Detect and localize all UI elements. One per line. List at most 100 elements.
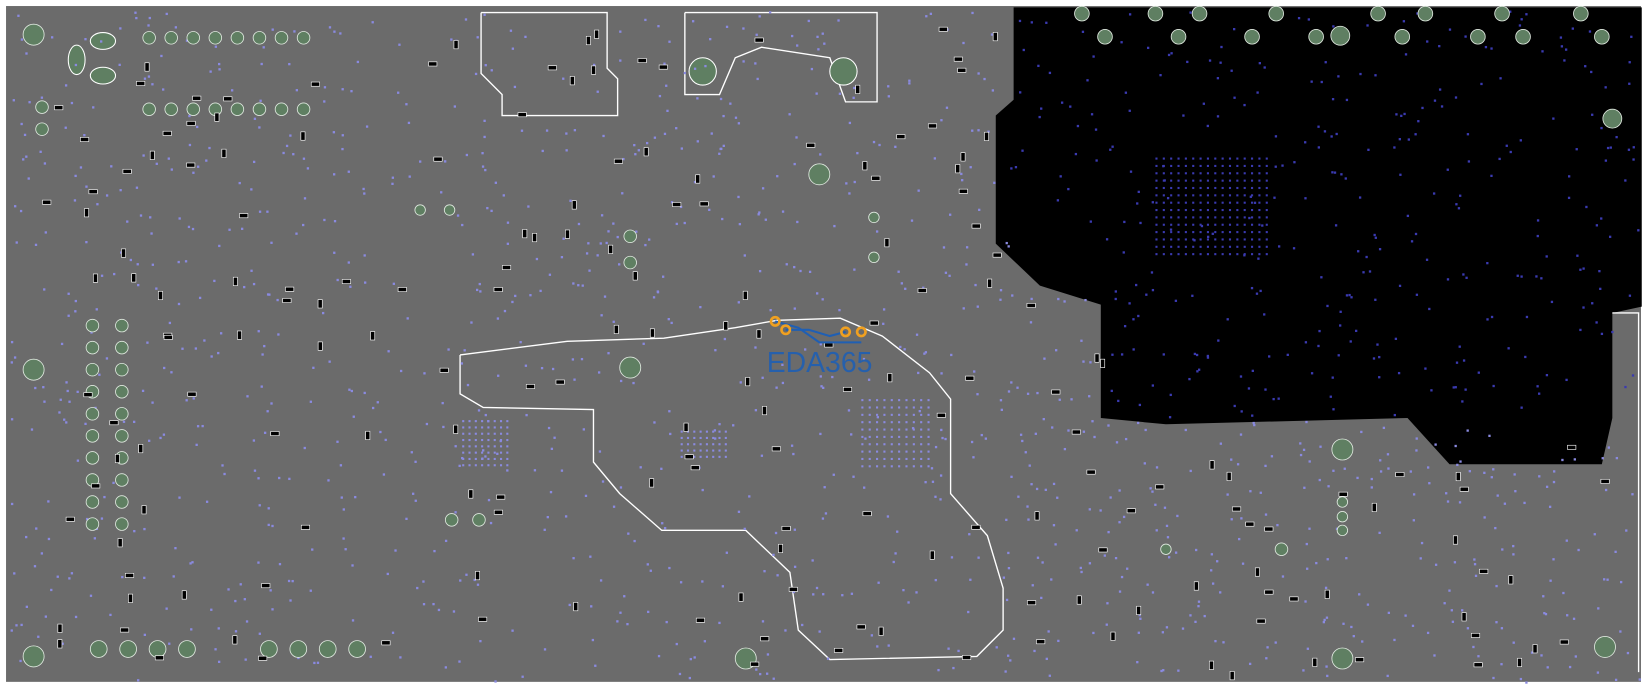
via xyxy=(1258,201,1261,204)
via xyxy=(792,590,795,594)
via xyxy=(499,438,503,442)
via xyxy=(1536,219,1540,222)
via xyxy=(1261,224,1264,227)
via xyxy=(47,500,50,503)
via xyxy=(883,421,886,424)
smd-component xyxy=(555,379,565,385)
via xyxy=(1445,492,1448,495)
via xyxy=(1214,238,1217,241)
via xyxy=(333,173,336,176)
via xyxy=(519,340,522,344)
via xyxy=(1155,201,1158,204)
via xyxy=(1236,245,1239,248)
smd-component xyxy=(1051,389,1061,395)
via xyxy=(553,436,556,439)
smd-component xyxy=(1338,491,1348,497)
via xyxy=(506,420,509,423)
via xyxy=(394,549,397,552)
via xyxy=(712,436,715,439)
via xyxy=(481,165,485,168)
via xyxy=(165,12,168,16)
via xyxy=(743,254,746,257)
highlighted-via[interactable] xyxy=(780,324,792,336)
via xyxy=(244,658,247,661)
via xyxy=(405,103,408,106)
via xyxy=(551,367,555,371)
via xyxy=(969,166,972,169)
smd-component xyxy=(428,61,438,67)
via xyxy=(1162,353,1165,356)
via xyxy=(441,401,444,405)
via xyxy=(1604,159,1608,162)
smd-component xyxy=(141,505,147,515)
via xyxy=(190,628,193,631)
via xyxy=(1063,447,1067,451)
via xyxy=(487,457,490,460)
smd-component xyxy=(1126,508,1136,514)
via xyxy=(1342,622,1345,625)
pad xyxy=(178,640,196,658)
via xyxy=(260,385,263,388)
via xyxy=(1056,199,1060,202)
via xyxy=(663,62,666,65)
smd-component xyxy=(1036,639,1046,645)
via xyxy=(1228,253,1232,256)
via xyxy=(639,466,642,469)
smd-component xyxy=(88,189,98,195)
via xyxy=(714,349,717,352)
via xyxy=(151,401,154,404)
pad xyxy=(186,102,200,116)
via xyxy=(1455,203,1458,206)
via xyxy=(1192,216,1195,219)
via xyxy=(1490,315,1494,319)
smd-component xyxy=(117,538,123,548)
via xyxy=(1092,631,1095,635)
pad xyxy=(1191,5,1208,22)
via xyxy=(1103,554,1106,557)
via xyxy=(1199,201,1202,204)
via xyxy=(1195,353,1199,357)
via xyxy=(1016,386,1019,389)
via xyxy=(1432,192,1436,195)
via xyxy=(883,443,886,446)
via xyxy=(1361,640,1364,643)
smd-component xyxy=(1155,484,1165,490)
via xyxy=(890,443,893,446)
via xyxy=(1216,115,1220,118)
via xyxy=(1228,172,1232,175)
via xyxy=(693,656,696,659)
via xyxy=(1145,293,1148,296)
via xyxy=(1162,172,1165,175)
via xyxy=(1184,179,1187,182)
via xyxy=(250,269,253,272)
via xyxy=(1177,164,1180,167)
via xyxy=(1512,641,1515,644)
via xyxy=(1252,421,1255,425)
via xyxy=(1236,223,1239,226)
via xyxy=(473,578,476,582)
via xyxy=(214,45,218,48)
via xyxy=(898,399,901,402)
pad xyxy=(1594,28,1610,45)
via xyxy=(391,182,394,185)
via xyxy=(147,75,151,78)
smd-component xyxy=(658,64,668,70)
via xyxy=(1631,493,1634,496)
highlighted-via[interactable] xyxy=(840,326,852,338)
smd-component xyxy=(1461,612,1467,622)
via xyxy=(1366,24,1369,27)
via xyxy=(1606,578,1609,581)
via xyxy=(1192,223,1195,226)
via xyxy=(1626,651,1630,655)
smd-component xyxy=(341,279,351,284)
highlighted-via[interactable] xyxy=(769,315,781,327)
via xyxy=(876,413,879,416)
highlighted-via[interactable] xyxy=(855,326,867,338)
via xyxy=(868,421,871,424)
smd-component xyxy=(927,123,938,129)
via xyxy=(792,452,795,456)
via xyxy=(1118,521,1121,524)
via xyxy=(927,443,930,446)
